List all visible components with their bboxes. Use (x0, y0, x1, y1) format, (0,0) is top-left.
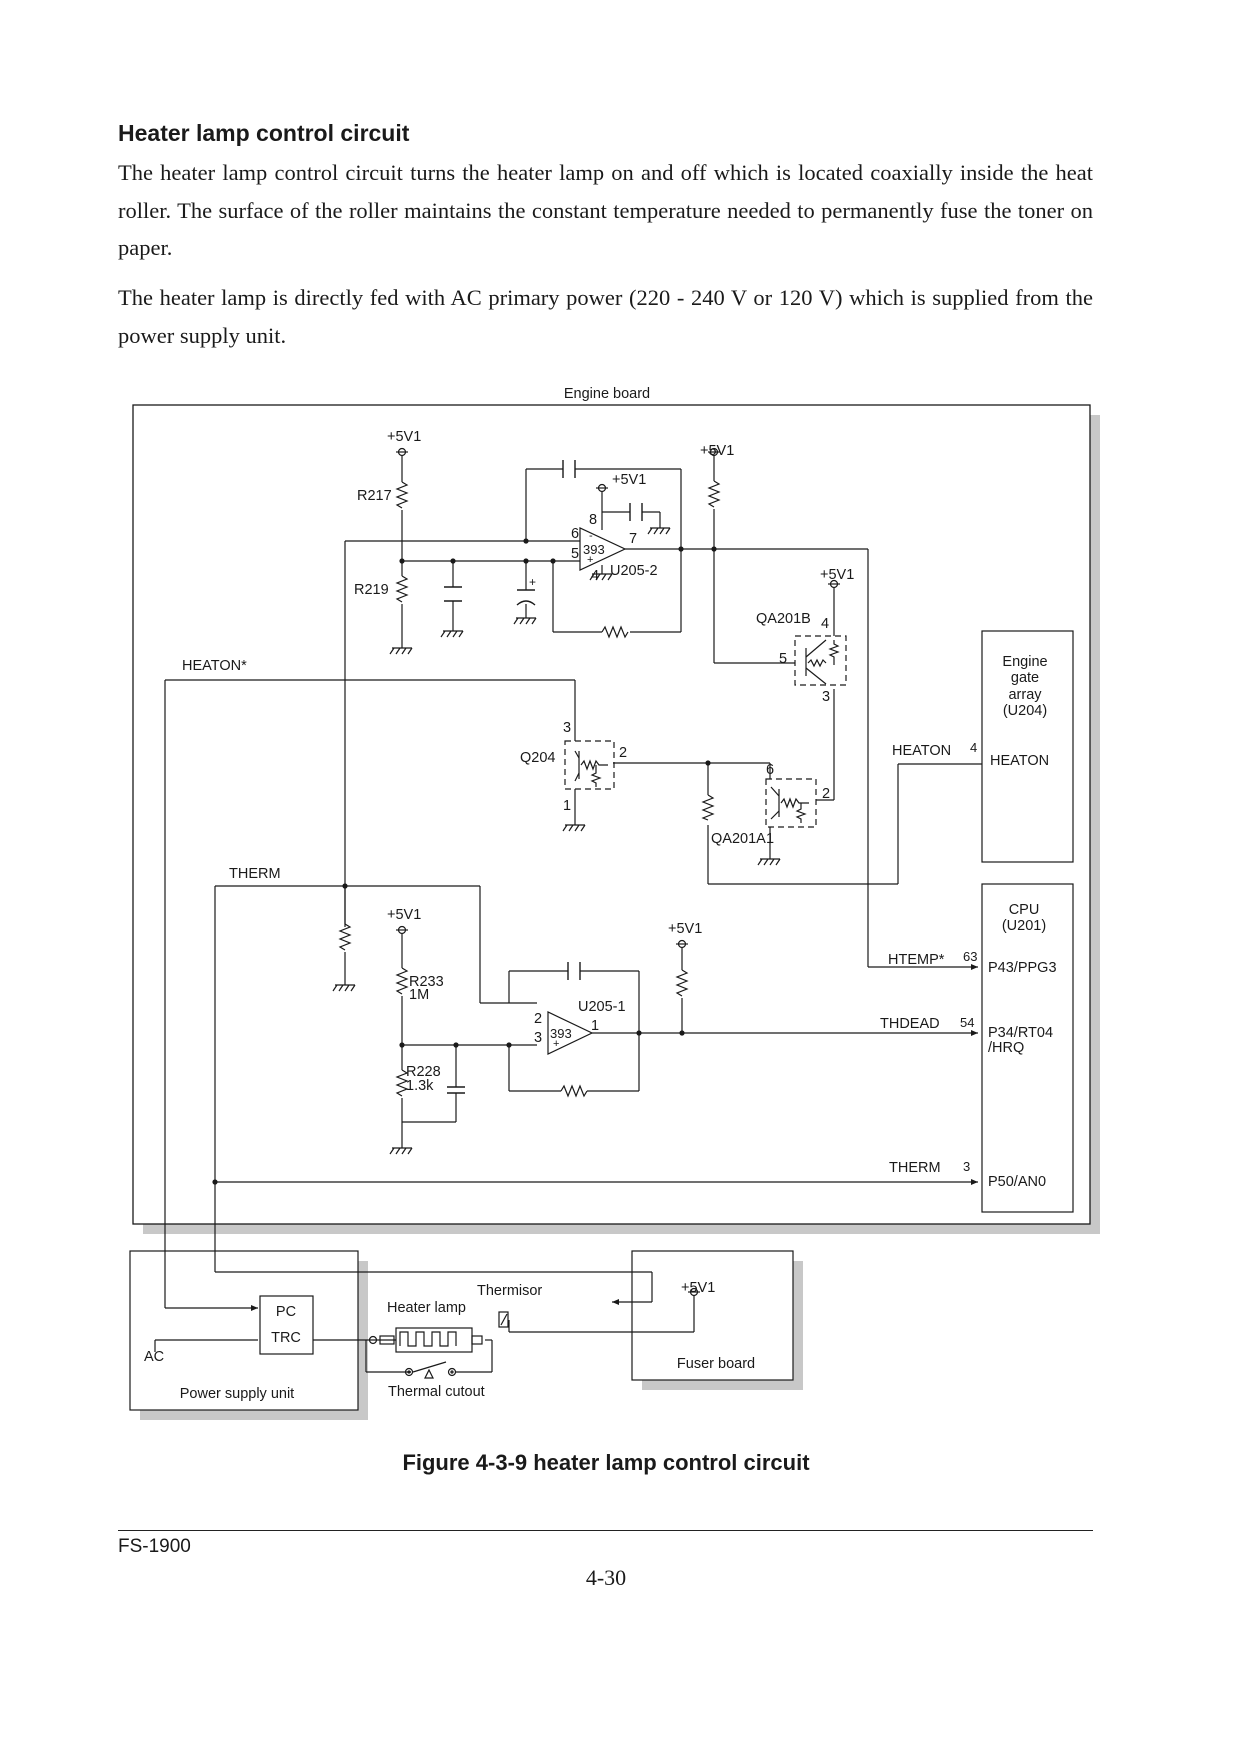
label-r219: R219 (354, 582, 389, 598)
figure-caption: Figure 4-3-9 heater lamp control circuit (402, 1450, 810, 1475)
cpu-port-htemp: P43/PPG3 (988, 960, 1057, 976)
u205-1-plus: + (553, 1038, 559, 1050)
signal-htemp-pin: 63 (963, 949, 977, 964)
qa201a-pin6: 6 (766, 762, 774, 778)
signal-therm-left: THERM (229, 866, 281, 882)
thermistor (498, 1311, 509, 1328)
heater-lamp-label: Heater lamp (387, 1300, 466, 1316)
cpu-port-thdead-1: P34/RT04 (988, 1025, 1053, 1041)
wires (154, 456, 982, 1373)
signal-heaton-n: HEATON* (182, 658, 247, 674)
gate-array-heaton-port: HEATON (990, 753, 1049, 769)
u205-2-plus: + (587, 554, 593, 566)
op-amp-u205-1 (547, 1011, 594, 1055)
label-qa201b: QA201B (756, 611, 811, 627)
qa201b-pin4: 4 (821, 616, 829, 632)
heater-lamp-control-schematic: Engine board Engine gate array (U204) HE… (129, 386, 1100, 1420)
supply-label-pullup: +5V1 (700, 443, 734, 459)
q204-pin3: 3 (563, 720, 571, 736)
u205-2-pin5: 5 (571, 546, 579, 562)
signal-heaton-pin: 4 (970, 740, 977, 755)
u205-2-type: 393 (583, 542, 605, 557)
ac-label: AC (144, 1349, 164, 1365)
ground-symbols (332, 527, 781, 1155)
intro-paragraph: The heater lamp control circuit turns th… (118, 160, 1093, 260)
q204-pin2: 2 (619, 745, 627, 761)
supply-label-thdead: +5V1 (668, 921, 702, 937)
power-supply-label: Power supply unit (180, 1386, 294, 1402)
engine-board-box (132, 404, 1100, 1234)
label-r228-value: 1.3k (406, 1078, 434, 1094)
cpu-line1: CPU (1009, 902, 1040, 918)
pc-label: PC (276, 1304, 296, 1320)
supply-label-r217: +5V1 (387, 429, 421, 445)
signal-therm-pin: 3 (963, 1159, 970, 1174)
signal-thdead-pin: 54 (960, 1015, 974, 1030)
thermal-cutout (404, 1361, 457, 1379)
resistors (338, 480, 721, 1100)
label-r228: R228 (406, 1064, 441, 1080)
u205-1-pin3: 3 (534, 1030, 542, 1046)
supply-label-r233: +5V1 (387, 907, 421, 923)
cpu-line2: (U201) (1002, 918, 1046, 934)
label-u205-2: U205-2 (610, 563, 658, 579)
thermal-cutout-label: Thermal cutout (388, 1384, 485, 1400)
label-u205-1: U205-1 (578, 999, 626, 1015)
power-paragraph: The heater lamp is directly fed with AC … (118, 285, 1093, 348)
u205-1-pin1: 1 (591, 1018, 599, 1034)
fuser-board-box (631, 1250, 803, 1390)
q204-pin1: 1 (563, 798, 571, 814)
gate-array-line2: gate (1011, 670, 1039, 686)
fuser-board-label: Fuser board (677, 1356, 755, 1372)
cpu-port-thdead-2: /HRQ (988, 1040, 1024, 1056)
op-amp-u205-2 (579, 527, 627, 571)
footer-rule (118, 1530, 1093, 1531)
qa201b-pin5: 5 (779, 651, 787, 667)
capacitors (444, 460, 643, 1094)
qa201b-pin3: 3 (822, 689, 830, 705)
gate-array-line1: Engine (1002, 654, 1047, 670)
u205-1-type: 393 (550, 1026, 572, 1041)
cpu-box (981, 883, 1074, 1213)
label-r233: R233 (409, 974, 444, 990)
label-qa201a: QA201A (711, 831, 766, 847)
transistor-qa201a (765, 778, 817, 828)
u205-2-pin4: 4 (591, 568, 599, 584)
label-r233-value: 1M (409, 987, 429, 1003)
transistor-qa201b (794, 635, 847, 686)
supply-label-u205-2: +5V1 (612, 472, 646, 488)
signal-therm: THERM (889, 1160, 941, 1176)
label-q204: Q204 (520, 750, 555, 766)
signal-htemp-n: HTEMP* (888, 952, 945, 968)
signal-thdead: THDEAD (880, 1016, 940, 1032)
qa201a-pin1: 1 (766, 831, 774, 847)
heater-lamp (368, 1327, 483, 1353)
u205-1-pin2: 2 (534, 1011, 542, 1027)
cpu-port-therm: P50/AN0 (988, 1174, 1046, 1190)
qa201a-pin2: 2 (822, 786, 830, 802)
footer-model: FS-1900 (118, 1536, 191, 1557)
junction-dots (212, 538, 717, 1185)
supply-label-fuser: +5V1 (681, 1280, 715, 1296)
label-r217: R217 (357, 488, 392, 504)
gate-array-line3: array (1008, 687, 1042, 703)
engine-board-label: Engine board (564, 386, 650, 402)
u205-2-pin6: 6 (571, 526, 579, 542)
supply-label-qa201b: +5V1 (820, 567, 854, 583)
u205-2-pin8: 8 (589, 512, 597, 528)
section-heading: Heater lamp control circuit (118, 120, 410, 146)
transistor-q204 (564, 740, 615, 790)
gate-array-line4: (U204) (1003, 703, 1047, 719)
trc-label: TRC (271, 1330, 301, 1346)
page-number: 4-30 (585, 1565, 627, 1590)
gate-array-box (981, 630, 1074, 863)
electrolytic-plus: + (529, 575, 536, 589)
u205-2-pin7: 7 (629, 531, 637, 547)
thermistor-label: Thermisor (477, 1283, 542, 1299)
signal-heaton: HEATON (892, 743, 951, 759)
pc-trc-block (259, 1295, 314, 1355)
u205-2-minus: - (589, 530, 593, 542)
